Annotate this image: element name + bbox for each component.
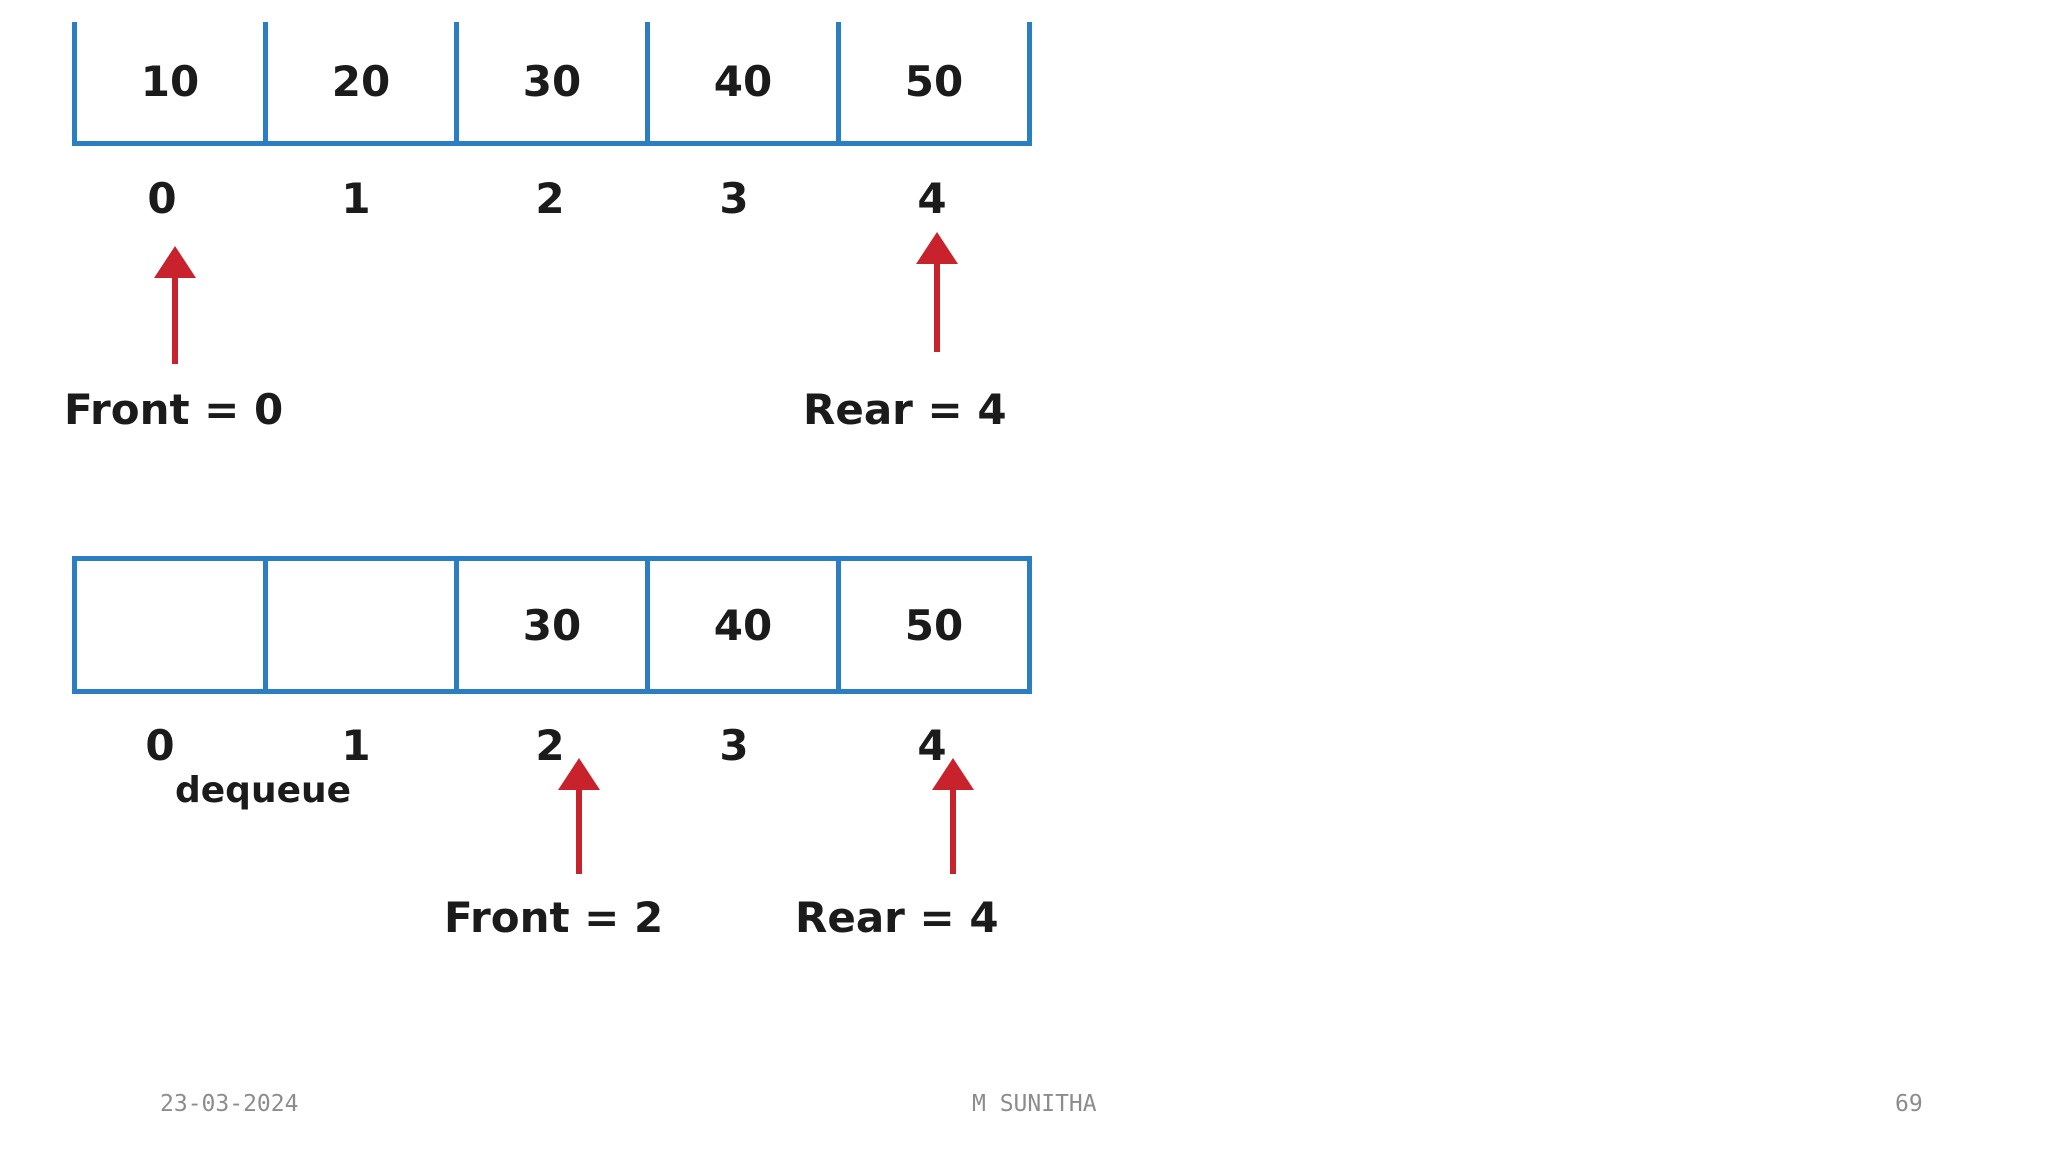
index-label: 2 (535, 174, 565, 223)
queue-array-after: 30 40 50 (72, 556, 1032, 694)
footer-author: M SUNITHA (972, 1091, 1097, 1117)
footer-date: 23-03-2024 (160, 1091, 299, 1117)
queue-cell: 40 (645, 561, 836, 689)
index-label: 0 (145, 721, 175, 770)
queue-cell: 50 (836, 561, 1027, 689)
front-pointer-label: Front = 0 (64, 385, 284, 434)
queue-cell: 10 (140, 57, 200, 106)
rear-pointer-arrow-icon (916, 232, 958, 352)
queue-cell: 50 (836, 22, 1027, 141)
queue-cell (263, 561, 454, 689)
queue-cell: 40 (645, 22, 836, 141)
footer-page-number: 69 (1895, 1091, 1923, 1117)
queue-cell: 30 (454, 22, 645, 141)
index-label: 1 (341, 174, 371, 223)
index-label: 3 (719, 174, 749, 223)
index-label: 3 (719, 721, 749, 770)
index-label: 0 (147, 174, 177, 223)
queue-array-before: 10 20 30 40 50 (72, 22, 1032, 146)
queue-cell (77, 561, 263, 689)
index-label: 4 (917, 174, 947, 223)
index-label: 1 (341, 721, 371, 770)
dequeue-operation-label: dequeue (175, 770, 352, 811)
rear-pointer-label: Rear = 4 (803, 385, 1007, 434)
front-pointer-arrow-icon (558, 758, 600, 874)
front-pointer-label: Front = 2 (444, 893, 664, 942)
index-label: 4 (917, 721, 947, 770)
queue-cell: 20 (263, 22, 454, 141)
index-label: 2 (535, 721, 565, 770)
rear-pointer-arrow-icon (932, 758, 974, 874)
front-pointer-arrow-icon (154, 246, 196, 364)
queue-cell: 30 (454, 561, 645, 689)
rear-pointer-label: Rear = 4 (795, 893, 999, 942)
